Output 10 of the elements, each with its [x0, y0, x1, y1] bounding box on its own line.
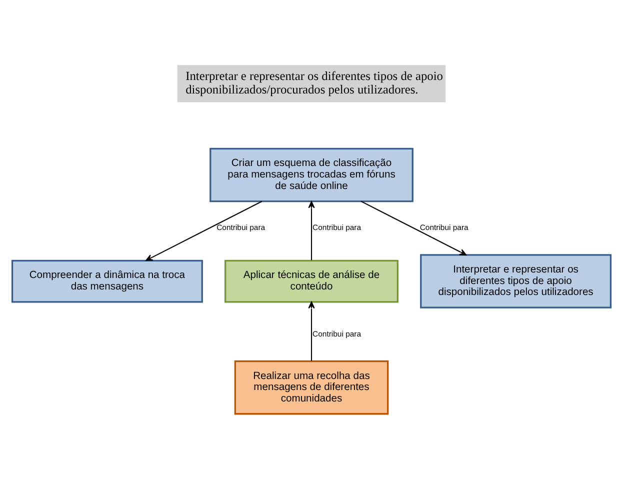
arrow	[308, 300, 315, 361]
arrow	[360, 200, 467, 255]
arrow	[308, 200, 315, 260]
node-box: Compreender a dinâmica na troca das mensagens	[11, 259, 203, 302]
node-box: Criar um esquema de classificação para mensagens trocadas em fóruns de saúde online	[210, 147, 414, 202]
node-box: Interpretar e representar os diferentes tipos de apoio disponibilizados pelos utilizadores	[420, 254, 612, 308]
node-box: Realizar uma recolha das mensagens de diferentes comunidades	[234, 360, 389, 414]
node-box: Aplicar técnicas de análise de conteúdo	[224, 259, 398, 302]
arrow	[146, 200, 262, 260]
label: Interpretar e representar os diferentes tipos de apoio disponibilizados/procurados pelos utilizadores.	[186, 68, 443, 96]
